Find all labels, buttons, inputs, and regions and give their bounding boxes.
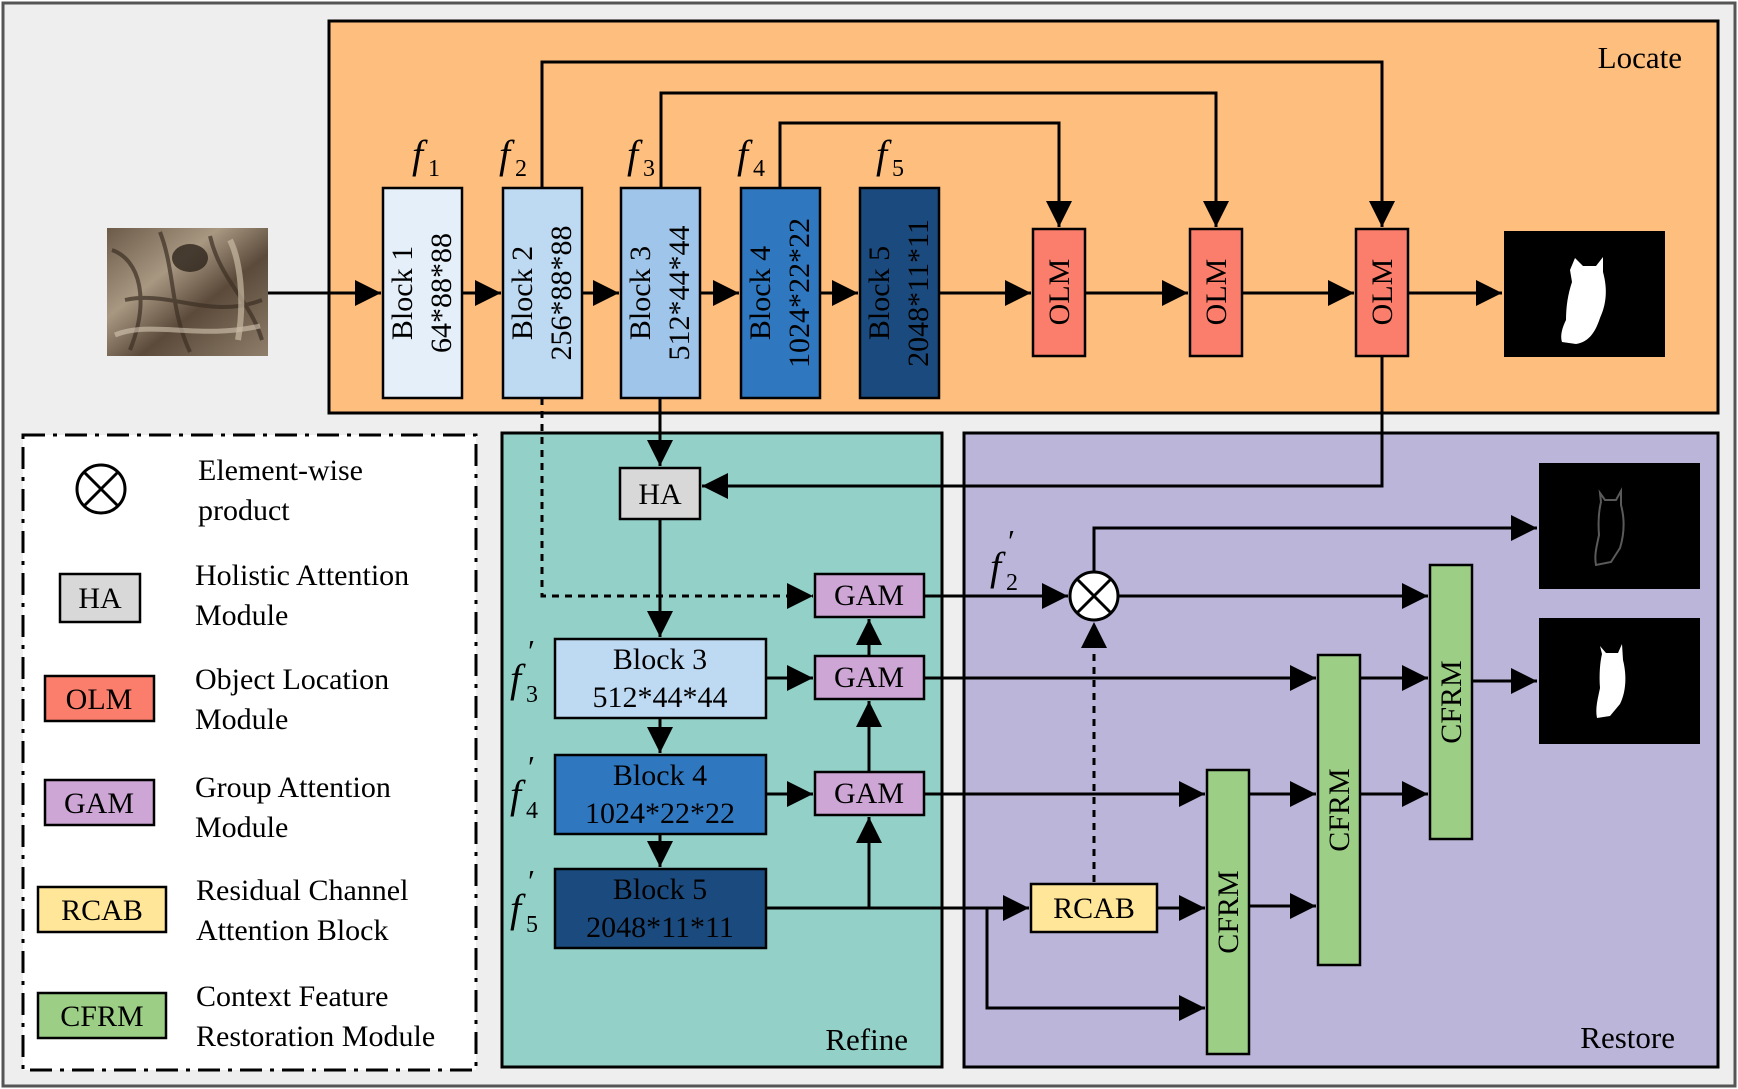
backbone-block-3-dims: 512*44*44 <box>663 226 696 361</box>
svg-text:Block 3: Block 3 <box>613 643 707 676</box>
svg-text:2048*11*11: 2048*11*11 <box>586 911 734 944</box>
backbone-block-4-dims: 1024*22*22 <box>783 218 816 368</box>
backbone-block-1: Block 1 64*88*88 <box>381 186 464 400</box>
olm-box-2: OLM <box>1188 227 1244 358</box>
cfrm-box-1: CFRM <box>1205 768 1251 1056</box>
svg-text:4: 4 <box>753 156 765 182</box>
legend-item-cfrm: CFRM Context Feature Restoration Module <box>36 980 435 1053</box>
backbone-block-5-label: Block 5 <box>863 246 896 340</box>
svg-text:Group Attention: Group Attention <box>195 771 391 804</box>
backbone-block-4: Block 4 1024*22*22 <box>739 186 822 400</box>
svg-text:RCAB: RCAB <box>61 894 143 927</box>
refine-region <box>500 431 944 1069</box>
svg-text:2: 2 <box>1006 570 1018 596</box>
svg-text:′: ′ <box>528 749 535 785</box>
svg-text:GAM: GAM <box>834 579 904 612</box>
restore-arrows <box>869 515 1537 1021</box>
svg-text:CFRM: CFRM <box>1323 768 1356 851</box>
backbone-block-4-label: Block 4 <box>744 246 777 340</box>
olm-box-1: OLM <box>1031 227 1087 358</box>
svg-text:1: 1 <box>428 156 440 182</box>
svg-text:HA: HA <box>78 582 122 615</box>
legend-item-olm: OLM Object Location Module <box>43 663 389 736</box>
edge-output-mask <box>1539 463 1700 589</box>
backbone-block-1-label: Block 1 <box>386 246 419 340</box>
svg-text:Object Location: Object Location <box>195 663 389 696</box>
svg-text:CFRM: CFRM <box>1212 870 1245 953</box>
svg-text:Residual Channel: Residual Channel <box>196 874 408 907</box>
svg-text:5: 5 <box>526 912 538 938</box>
svg-text:Restoration Module: Restoration Module <box>196 1020 435 1053</box>
cfrm-box-2: CFRM <box>1316 653 1362 967</box>
svg-text:OLM: OLM <box>1043 259 1076 326</box>
ha-box: HA <box>618 466 702 521</box>
legend-box <box>21 433 478 1072</box>
svg-text:Attention Block: Attention Block <box>196 914 388 947</box>
locate-label: Locate <box>1598 40 1682 75</box>
svg-text:Module: Module <box>195 703 288 736</box>
svg-text:product: product <box>198 494 290 527</box>
svg-text:3: 3 <box>643 156 655 182</box>
backbone-block-1-dims: 64*88*88 <box>425 233 458 353</box>
final-output-mask <box>1539 618 1700 744</box>
svg-text:5: 5 <box>892 156 904 182</box>
svg-text:CFRM: CFRM <box>60 1000 143 1033</box>
legend-item-gam: GAM Group Attention Module <box>43 771 391 844</box>
locate-arrows <box>268 60 1502 306</box>
svg-text:Module: Module <box>195 599 288 632</box>
svg-text:GAM: GAM <box>64 787 134 820</box>
svg-text:CFRM: CFRM <box>1435 660 1468 743</box>
backbone-block-2: Block 2 256*88*88 <box>501 186 584 400</box>
restore-label: Restore <box>1580 1020 1675 1055</box>
svg-text:GAM: GAM <box>834 661 904 694</box>
refine-label: Refine <box>825 1022 908 1057</box>
legend-item-rcab: RCAB Residual Channel Attention Block <box>36 874 408 947</box>
backbone-block-3: Block 3 512*44*44 <box>619 186 702 400</box>
svg-text:Context Feature: Context Feature <box>196 980 388 1013</box>
svg-text:GAM: GAM <box>834 777 904 810</box>
svg-text:OLM: OLM <box>66 683 133 716</box>
refine-block-4: Block 4 1024*22*22 <box>553 753 768 836</box>
backbone-block-3-label: Block 3 <box>624 246 657 340</box>
backbone-block-5: Block 5 2048*11*11 <box>858 186 941 400</box>
backbone-block-2-dims: 256*88*88 <box>545 226 578 361</box>
refine-arrows <box>540 356 1384 910</box>
backbone-block-2-label: Block 2 <box>506 246 539 340</box>
gam-box-top: GAM <box>813 572 926 619</box>
svg-text:HA: HA <box>638 478 682 511</box>
locate-output-mask <box>1504 231 1665 357</box>
svg-text:RCAB: RCAB <box>1053 892 1135 925</box>
svg-text:2: 2 <box>515 156 527 182</box>
gam-box-bottom: GAM <box>813 770 926 817</box>
element-wise-product-node <box>1068 570 1120 622</box>
svg-text:1024*22*22: 1024*22*22 <box>585 797 735 830</box>
svg-text:512*44*44: 512*44*44 <box>593 681 728 714</box>
svg-text:′: ′ <box>1008 523 1015 559</box>
svg-text:Module: Module <box>195 811 288 844</box>
svg-text:OLM: OLM <box>1200 259 1233 326</box>
cfrm-box-3: CFRM <box>1428 563 1474 841</box>
rcab-box: RCAB <box>1029 882 1159 934</box>
svg-text:4: 4 <box>526 798 538 824</box>
legend-item-ha: HA Holistic Attention Module <box>58 559 409 632</box>
svg-text:′: ′ <box>528 633 535 669</box>
svg-text:Block 5: Block 5 <box>613 873 707 906</box>
svg-text:3: 3 <box>526 682 538 708</box>
svg-text:′: ′ <box>528 863 535 899</box>
input-image <box>107 228 268 356</box>
legend-item-element-wise-product: Element-wise product <box>75 454 363 527</box>
olm-box-3: OLM <box>1354 227 1410 358</box>
svg-text:OLM: OLM <box>1366 259 1399 326</box>
refine-block-5: Block 5 2048*11*11 <box>553 867 768 950</box>
refine-block-3: Block 3 512*44*44 <box>553 637 768 720</box>
svg-text:Holistic Attention: Holistic Attention <box>195 559 409 592</box>
gam-box-middle: GAM <box>813 654 926 701</box>
svg-text:Block 4: Block 4 <box>613 759 707 792</box>
backbone-block-5-dims: 2048*11*11 <box>902 219 935 367</box>
svg-text:Element-wise: Element-wise <box>198 454 363 487</box>
